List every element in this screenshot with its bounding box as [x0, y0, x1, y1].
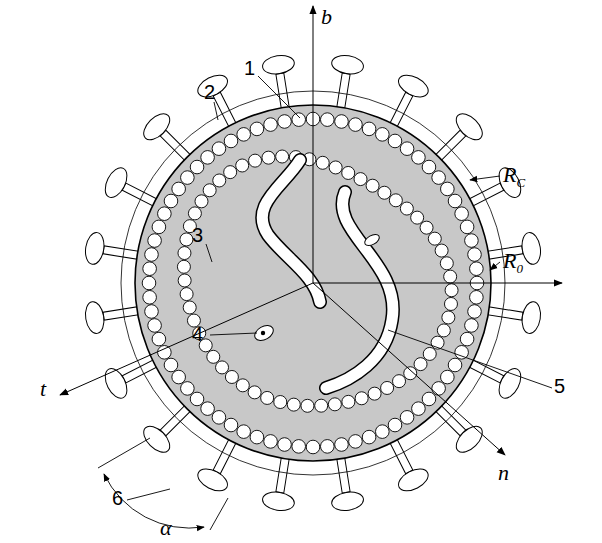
axes — [60, 6, 562, 455]
axis-label: t — [40, 378, 46, 400]
radius-label: RC — [503, 164, 525, 189]
callout-number: 2 — [204, 82, 215, 102]
rna-strands — [252, 160, 393, 388]
callout-number: 6 — [112, 488, 123, 508]
axis-label: n — [498, 462, 509, 484]
callout-number: 1 — [244, 58, 255, 78]
leader-lines — [98, 76, 552, 530]
callout-number: 5 — [554, 376, 565, 396]
radius-label: R0 — [503, 250, 523, 275]
callout-number: 3 — [192, 225, 203, 245]
axis-label: b — [321, 6, 332, 28]
callout-number: 4 — [192, 324, 203, 344]
angle-label: α — [160, 517, 172, 539]
